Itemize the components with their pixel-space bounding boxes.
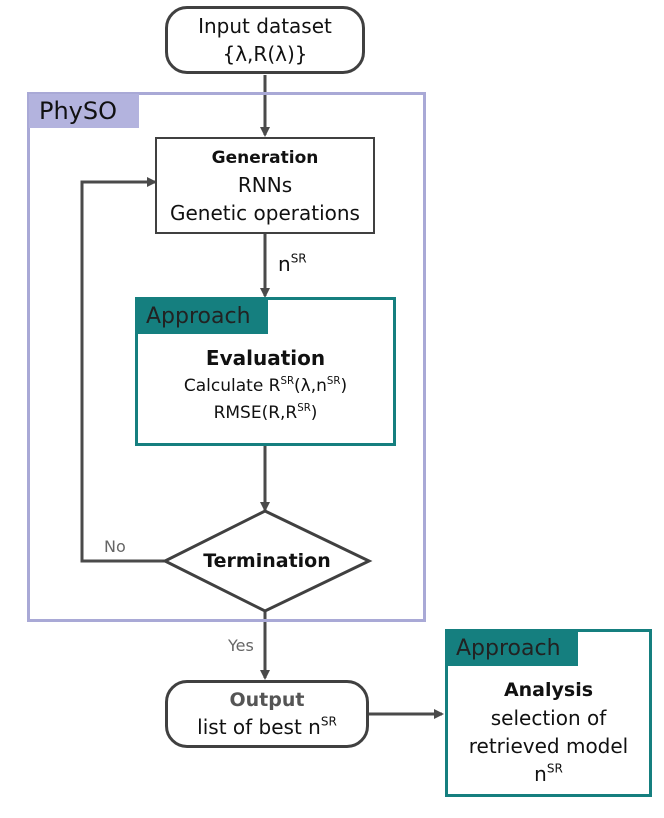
input-dataset-title: Input dataset (198, 14, 332, 38)
edge-label-nsr: nSR (278, 251, 307, 276)
evaluation-approach-text: Approach (146, 304, 251, 329)
analysis-nsr: nSR (534, 761, 563, 786)
analysis-content: Analysis selection of retrieved model nS… (448, 674, 649, 790)
output-list: list of best nSR (197, 714, 337, 739)
evaluation-title: Evaluation (205, 346, 326, 370)
generation-genetic-operations: Genetic operations (170, 200, 360, 225)
evaluation-node (135, 297, 396, 446)
physo-label: PhySO (29, 94, 139, 128)
analysis-retrieved-model: retrieved model (468, 734, 629, 758)
physo-frame (27, 92, 426, 622)
input-dataset-node: Input dataset {λ,R(λ)} (165, 6, 365, 74)
analysis-selection: selection of (490, 706, 607, 730)
evaluation-rmse: RMSE(R,RSR) (213, 402, 318, 423)
output-node: Output list of best nSR (165, 680, 369, 748)
analysis-approach-tag: Approach (448, 632, 578, 666)
analysis-approach-text: Approach (456, 636, 561, 661)
physo-label-text: PhySO (39, 97, 118, 125)
termination-diamond (161, 509, 373, 613)
evaluation-calculate: Calculate RSR(λ,nSR) (183, 375, 348, 396)
edge-label-no: No (104, 537, 126, 556)
generation-title: Generation (211, 147, 319, 168)
arrow-termination-loop-back (80, 177, 165, 563)
evaluation-content: Evaluation Calculate RSR(λ,nSR) RMSE(R,R… (138, 340, 393, 430)
output-title: Output (229, 689, 305, 711)
generation-node: Generation RNNs Genetic operations (155, 137, 375, 234)
termination-label: Termination (203, 550, 331, 572)
evaluation-approach-tag: Approach (138, 300, 268, 334)
input-dataset-variables: {λ,R(λ)} (222, 42, 308, 66)
edge-label-yes: Yes (228, 636, 254, 655)
generation-rnns: RNNs (237, 172, 293, 197)
analysis-title: Analysis (503, 679, 594, 701)
